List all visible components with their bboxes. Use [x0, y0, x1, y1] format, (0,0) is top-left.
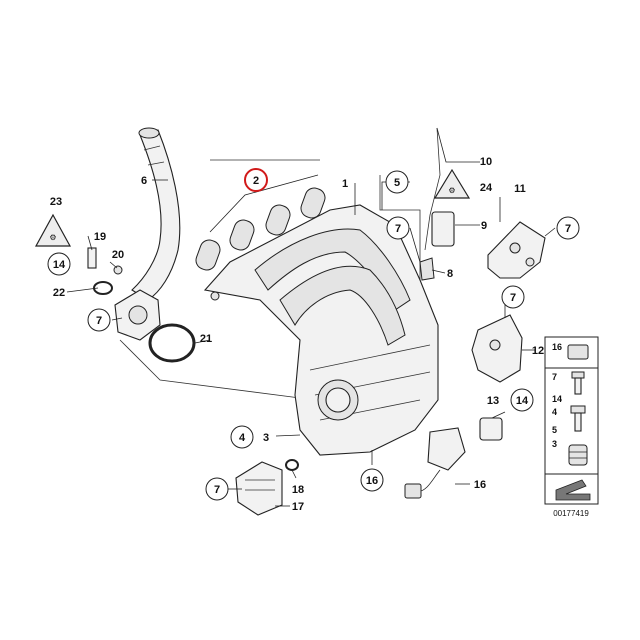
callout-19: 19 — [94, 231, 106, 243]
callout-7-bracket: 7 — [510, 292, 516, 304]
small-fittings — [87, 247, 123, 295]
legend-14: 14 — [552, 394, 562, 404]
valve-housing — [114, 289, 161, 341]
bolt-icon-7 — [571, 371, 585, 395]
callout-2-ring — [244, 168, 268, 192]
sensor-tube — [419, 127, 455, 281]
leader-lines — [66, 127, 556, 507]
callout-14-left: 14 — [53, 259, 66, 271]
callout-7-right: 7 — [565, 223, 571, 235]
sensor-13 — [479, 417, 503, 441]
callout-2: 2 — [253, 175, 259, 187]
o-ring — [148, 323, 196, 363]
callout-11: 11 — [514, 183, 526, 195]
callout-3: 3 — [263, 432, 269, 444]
callout-2-highlight — [245, 169, 267, 191]
callout-16-center: 16 — [366, 475, 378, 487]
callout-4: 4 — [239, 432, 246, 444]
callout-21: 21 — [200, 333, 212, 345]
gaskets — [195, 174, 326, 271]
intake-hose — [131, 127, 181, 301]
callout-7-left: 7 — [96, 315, 102, 327]
legend-16: 16 — [552, 342, 562, 352]
callout-5: 5 — [394, 177, 400, 189]
callout-16-right: 16 — [474, 479, 486, 491]
valve-with-pipe — [404, 427, 466, 499]
clip-icon — [567, 344, 589, 360]
warning-triangle-24: ⚙ — [433, 168, 471, 199]
callout-8: 8 — [447, 268, 453, 280]
svg-text:⚙: ⚙ — [448, 186, 455, 195]
callout-10: 10 — [480, 156, 492, 168]
callout-9: 9 — [481, 220, 487, 232]
callouts: 2 6 1 5 10 24 11 9 8 7 7 7 12 13 14 23 1… — [47, 156, 580, 513]
callout-20: 20 — [112, 249, 124, 261]
legend-7: 7 — [552, 372, 557, 382]
callout-24: 24 — [480, 182, 493, 194]
small-o-ring-18 — [285, 459, 299, 471]
arrow-icon — [555, 479, 591, 501]
callout-12: 12 — [532, 345, 544, 357]
bracket-upper — [487, 221, 546, 279]
warning-triangle-23: ⚙ — [34, 213, 72, 247]
bolt-icon-4 — [570, 405, 586, 432]
callout-7-upper: 7 — [395, 223, 401, 235]
parts-legend-panel: 16 7 14 4 5 3 — [544, 336, 599, 505]
legend-4: 4 — [552, 407, 557, 417]
legend-3: 3 — [552, 439, 557, 449]
callout-1: 1 — [342, 178, 348, 190]
bracket-lower — [471, 314, 523, 383]
assembly-outline — [119, 159, 421, 399]
callout-6: 6 — [141, 175, 147, 187]
callout-22: 22 — [53, 287, 65, 299]
throttle-actuator — [235, 461, 283, 516]
reference-number: 00177419 — [553, 509, 589, 518]
callout-17: 17 — [292, 501, 304, 513]
callout-7-lower: 7 — [214, 484, 220, 496]
svg-text:⚙: ⚙ — [49, 233, 56, 242]
intake-manifold — [203, 204, 439, 456]
callout-13: 13 — [487, 395, 499, 407]
callout-14-right: 14 — [516, 395, 529, 407]
callout-23: 23 — [50, 196, 62, 208]
grommet-icon — [568, 444, 588, 466]
legend-5: 5 — [552, 425, 557, 435]
callout-18: 18 — [292, 484, 304, 496]
